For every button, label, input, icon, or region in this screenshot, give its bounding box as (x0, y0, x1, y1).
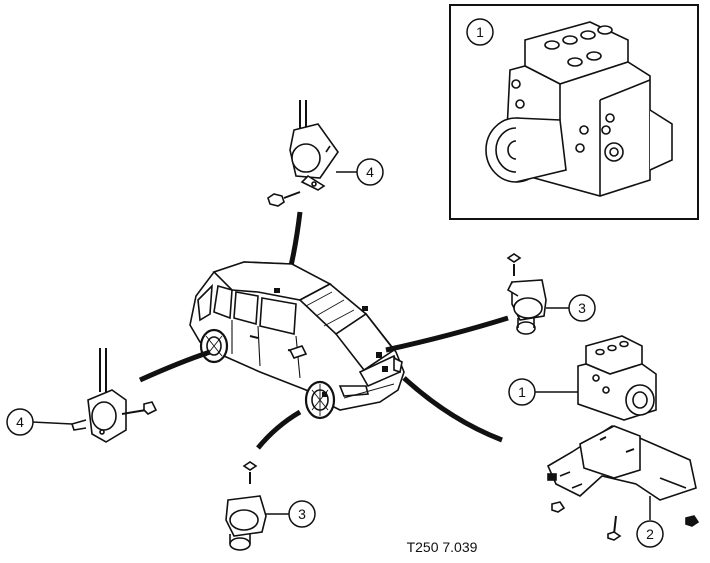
callout-2-bracket: 2 (636, 520, 664, 548)
callout-label: 3 (578, 300, 586, 316)
callout-4-top: 4 (356, 158, 384, 186)
callout-1-module: 1 (508, 378, 536, 406)
inset-abs-module-drawing (485, 21, 673, 197)
callout-label: 4 (366, 164, 374, 180)
top-wheel-sensor (267, 100, 339, 207)
callout-3-bottom: 3 (288, 500, 316, 528)
callout-label: 2 (646, 526, 654, 542)
callout-1-inset: 1 (466, 18, 494, 46)
pointer-band-bottom (256, 409, 302, 450)
callout-label: 1 (518, 384, 526, 400)
callout-label: 3 (298, 506, 306, 522)
figure-code: T250 7.039 (407, 539, 478, 555)
callout-3-right: 3 (568, 294, 596, 322)
abs-module-on-bracket (546, 335, 700, 541)
leader-left-sensor (31, 421, 73, 425)
left-wheel-sensor (70, 348, 158, 443)
right-wheel-sensor (506, 253, 547, 335)
callout-label: 4 (16, 414, 24, 430)
pointer-band-left (138, 349, 211, 383)
callout-label: 1 (476, 24, 484, 40)
pointer-band-module (402, 376, 503, 443)
pointer-band-top (287, 211, 303, 271)
car-location-markers (274, 288, 388, 397)
pointer-band-right (385, 315, 509, 353)
car-drawing (189, 261, 405, 420)
bottom-wheel-sensor (225, 461, 267, 551)
inset-panel: 1 (449, 4, 699, 220)
callout-4-left: 4 (6, 408, 34, 436)
